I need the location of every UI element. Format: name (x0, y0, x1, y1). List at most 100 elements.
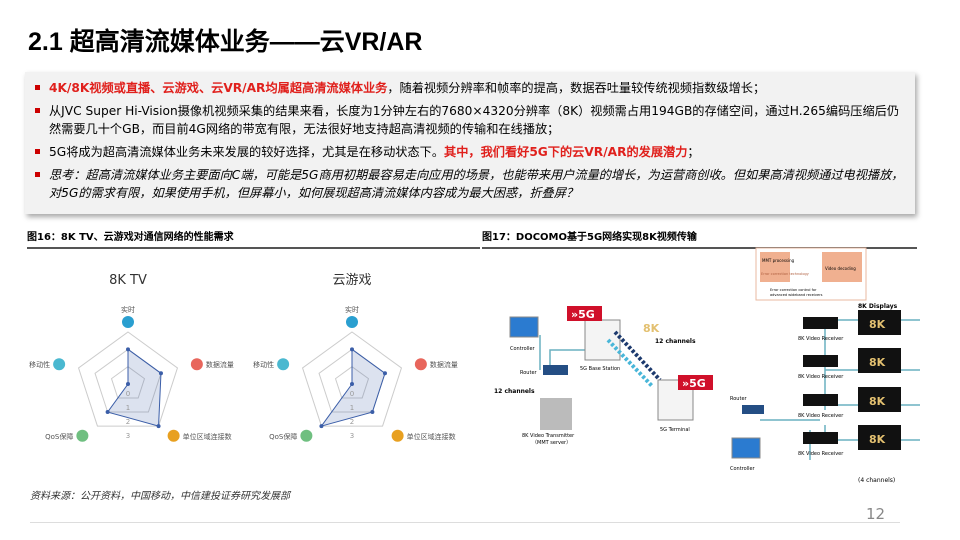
video-receiver-icon (803, 317, 838, 329)
video-receiver-icon (803, 394, 838, 406)
video-receiver-icon (803, 355, 838, 367)
uplink-arrows (606, 338, 655, 389)
8k-label: 8K (643, 322, 660, 335)
source-note: 资料来源：公开资料，中国移动，中信建投证券研究发展部 (30, 491, 290, 502)
channels-label: 12 channels (655, 338, 696, 345)
summary-box: 4K/8K视频或直播、云游戏、云VR/AR均属超高清流媒体业务，随着视频分辨率和… (25, 72, 915, 214)
radar-tick-label: 1 (126, 404, 130, 412)
display-8k-label: 8K (869, 433, 886, 446)
downlink-arrows (613, 330, 662, 382)
radar-grid-ring (77, 331, 179, 427)
display-8k-label: 8K (869, 356, 886, 369)
footer-divider (30, 522, 900, 523)
mmt-processing-label: MMT processing (762, 258, 795, 263)
video-receiver-icon (803, 432, 838, 444)
radar-grid-ring (334, 366, 370, 399)
8k-display-icon (858, 387, 901, 412)
radar-axis-label: 移动性 (253, 360, 274, 369)
bullet-4: 思考：超高清流媒体业务主要面向C端，可能是5G商用初期最容易走向应用的场景，也能… (35, 166, 905, 202)
bullet-text: ，随着视频分辨率和帧率的提高，数据吞吐量较传统视频指数级增长； (387, 81, 766, 95)
axis-icon (76, 429, 89, 442)
bullet-text: ； (687, 145, 700, 159)
transmitter-label: 8K Video Transmitter (522, 433, 575, 439)
bullet-1: 4K/8K视频或直播、云游戏、云VR/AR均属超高清流媒体业务，随着视频分辨率和… (35, 79, 905, 97)
8k-display-icon (858, 425, 901, 450)
router-icon (742, 405, 764, 414)
displays-label: 8K Displays (858, 303, 898, 310)
radar-area (320, 348, 386, 427)
radar-axis-label: 单位区域连接数 (407, 432, 456, 441)
receivers-group: 8K Video Receiver 8K 8K Video Receiver 8K 8K… (798, 310, 901, 457)
axis-icon (190, 358, 203, 371)
bullet-text: 从JVC Super Hi-Vision摄像机视频采集的结果来看，长度为1分钟左… (49, 104, 900, 136)
bullet-highlight: 4K/8K视频或直播、云游戏、云VR/AR均属超高清流媒体业务 (49, 81, 388, 95)
radar-tick-label: 3 (126, 432, 130, 440)
router-icon (543, 365, 568, 375)
radar-grid-ring (110, 366, 146, 399)
radar-tick-label: 2 (126, 418, 130, 426)
radar-axis-label: 移动性 (29, 360, 50, 369)
5g-badge (678, 375, 713, 390)
axis-icon (53, 358, 66, 371)
server-icon (540, 398, 572, 430)
video-decoding-label: Video decoding (825, 266, 856, 271)
page-title: 2.1 超高清流媒体业务——云VR/AR (28, 28, 423, 56)
error-correction-label: Error correction technology (761, 272, 809, 276)
radar-axis-label: 数据流量 (206, 360, 234, 369)
8k-display-icon (858, 348, 901, 373)
page-number: 12 (866, 505, 886, 523)
radar-point (158, 371, 163, 376)
axis-icon (277, 358, 290, 371)
axis-icon (122, 316, 134, 328)
radar-tick-label: 0 (126, 390, 130, 398)
receiver-label: 8K Video Receiver (798, 413, 844, 419)
callout-note: advanced wideband receivers (770, 293, 823, 297)
router-label: Router (730, 396, 748, 402)
radar-point (382, 371, 387, 376)
radar-tick-label: 3 (350, 432, 354, 440)
radar-title: 云游戏 (332, 273, 371, 288)
radar-tick-label: 0 (350, 390, 354, 398)
terminal-label: 5G Terminal (660, 427, 690, 433)
controller-label: Controller (510, 346, 536, 352)
radar-title: 8K TV (109, 273, 147, 288)
5g-badge-label: »5G (571, 308, 595, 321)
display-8k-label: 8K (869, 318, 886, 331)
radar-point (319, 424, 324, 429)
base-station-label: 5G Base Station (580, 366, 620, 372)
radar-point (350, 347, 354, 352)
radar-axis-label: QoS保障 (45, 432, 73, 441)
video-decoding-box (822, 252, 862, 282)
radar-axis-label: 实时 (121, 305, 135, 314)
bullet-text: 5G将成为超高清流媒体业务未来发展的较好选择，尤其是在移动状态下。 (49, 145, 445, 159)
radar-tick-label: 1 (350, 404, 354, 412)
receiver-label: 8K Video Receiver (798, 374, 844, 380)
receiver-label: 8K Video Receiver (798, 451, 844, 457)
radar-axis-label: 数据流量 (430, 360, 458, 369)
radar-point (350, 382, 354, 386)
radar-axis-label: 实时 (345, 305, 359, 314)
axis-icon (167, 429, 180, 442)
laptop-icon (509, 316, 539, 338)
bullet-3: 5G将成为超高清流媒体业务未来发展的较好选择，尤其是在移动状态下。其中，我们看好… (35, 143, 905, 161)
radar-axis-label: QoS保障 (269, 432, 297, 441)
figure-16-caption: 图16：8K TV、云游戏对通信网络的性能需求 (27, 228, 480, 249)
display-8k-label: 8K (869, 395, 886, 408)
radar-tick-label: 2 (350, 418, 354, 426)
axis-icon (414, 358, 427, 371)
8k-display-icon (858, 310, 901, 335)
channels-label: 12 channels (494, 388, 535, 395)
laptop-icon (731, 437, 761, 459)
router-label: Router (520, 370, 538, 376)
axis-icon (300, 429, 313, 442)
docomo-diagram: Controller Router 12 channels 8K Video T… (494, 247, 920, 484)
base-station-icon (584, 319, 621, 361)
radar-point (105, 410, 110, 415)
axis-icon (346, 316, 358, 328)
receiver-label: 8K Video Receiver (798, 336, 844, 342)
bullet-2: 从JVC Super Hi-Vision摄像机视频采集的结果来看，长度为1分钟左… (35, 102, 905, 138)
radar-point (126, 382, 130, 386)
four-channels-label: (4 channels) (858, 477, 895, 484)
5g-badge (567, 306, 602, 321)
